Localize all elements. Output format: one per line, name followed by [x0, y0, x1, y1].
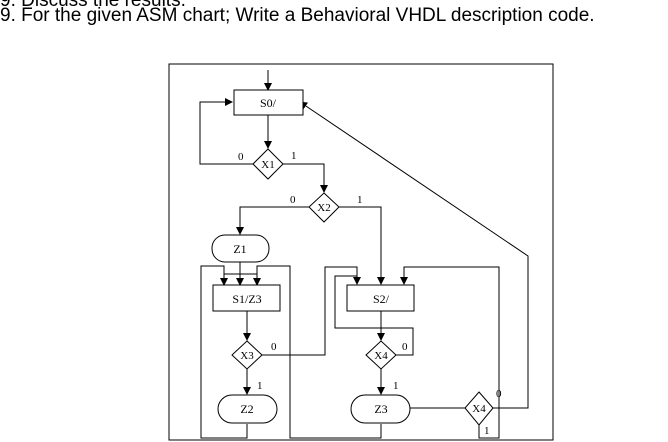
state-s0-label: S0/: [260, 96, 277, 110]
output-z3-label: Z3: [374, 402, 387, 416]
decision-x2: [308, 192, 340, 223]
x1-false-label: 0: [238, 151, 244, 163]
decision-x3-label: X3: [240, 350, 254, 362]
state-s1-label: S1/Z3: [232, 292, 261, 306]
output-z3: [350, 394, 411, 424]
decision-x3: [231, 340, 263, 370]
question-text: 9. For the given ASM chart; Write a Beha…: [0, 5, 595, 26]
decision-x1-label: X1: [261, 159, 274, 171]
output-z1-label: Z1: [233, 242, 246, 256]
decision-x4-upper-label: X4: [374, 350, 388, 362]
decision-x4-lower: [464, 391, 494, 426]
decision-x4-lower-label: X4: [472, 403, 486, 415]
x4-upper-false-label: 0: [402, 341, 408, 353]
previous-question-fragment: 9. Discuss the results.: [0, 0, 186, 11]
decision-x4-upper: [365, 340, 397, 370]
flow-lines: [199, 70, 529, 439]
x4-upper-true-label: 1: [393, 380, 399, 392]
x4-lower-true-label: 1: [484, 425, 490, 437]
x1-true-label: 1: [291, 150, 297, 162]
x4-lower-false-label: 0: [496, 388, 502, 400]
state-s0: [233, 89, 304, 116]
x2-false-label: 0: [290, 194, 296, 206]
state-s2: [346, 284, 415, 312]
chart-frame: [168, 63, 554, 441]
output-z2: [217, 394, 278, 424]
x2-true-label: 1: [357, 194, 363, 206]
state-s2-label: S2/: [373, 292, 390, 306]
output-z1: [211, 234, 270, 263]
x3-false-label: 0: [271, 341, 277, 353]
output-z2-label: Z2: [240, 402, 253, 416]
x3-true-label: 1: [257, 380, 263, 392]
decision-x2-label: X2: [317, 202, 330, 214]
state-s1: [212, 284, 281, 312]
decision-x1: [252, 148, 284, 180]
